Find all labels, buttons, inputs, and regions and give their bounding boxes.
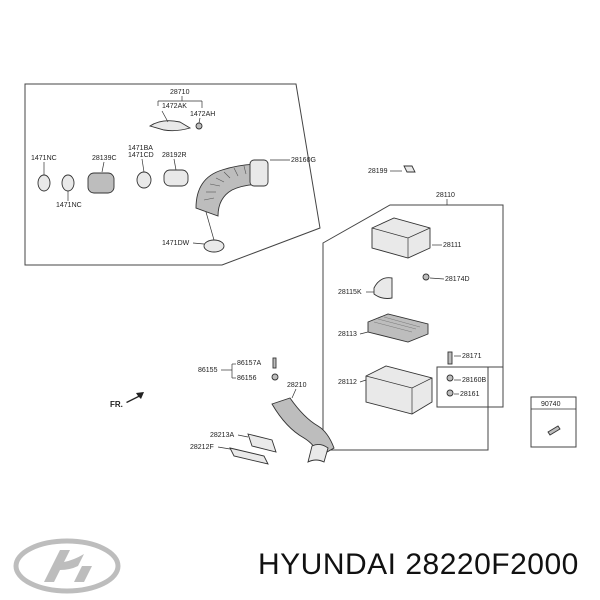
callout-86155: 86155 — [198, 367, 218, 374]
callout-28199: 28199 — [368, 168, 388, 175]
callout-86156: 86156 — [237, 375, 257, 382]
subgroup-frame — [436, 366, 504, 408]
callout-28213A: 28213A — [210, 432, 234, 439]
brand-name: HYUNDAI — [258, 548, 397, 581]
air-cleaner-cover-part — [371, 217, 431, 259]
label-tag-part — [403, 165, 416, 173]
bolt-part-2 — [272, 357, 277, 369]
air-cleaner-body-part — [365, 365, 433, 415]
air-filter-element-part — [367, 313, 429, 343]
callout-1471NC-bottom: 1471NC — [56, 202, 82, 209]
clip-part-2 — [422, 273, 430, 281]
hyundai-logo-icon — [13, 538, 121, 594]
callout-28139C: 28139C — [92, 155, 117, 162]
part-90740-frame — [530, 396, 577, 448]
grommet-part — [446, 374, 454, 382]
callout-1472AH: 1472AH — [190, 111, 215, 118]
callout-28174D: 28174D — [445, 276, 470, 283]
callout-28160G: 28160G — [291, 157, 316, 164]
front-direction-arrow-icon — [126, 392, 144, 403]
callout-28212F: 28212F — [190, 444, 214, 451]
connector-part — [163, 169, 189, 187]
callout-28710: 28710 — [170, 89, 190, 96]
callout-1471DW: 1471DW — [162, 240, 190, 247]
resonator-bracket-part — [148, 120, 192, 132]
screw-part — [547, 425, 561, 436]
callout-90740: 90740 — [541, 401, 561, 408]
callout-28112: 28112 — [338, 379, 357, 386]
duct-part — [373, 277, 393, 299]
hose-clamp-part-4 — [203, 239, 225, 253]
hose-clamp-part-1 — [37, 174, 51, 192]
callout-1471NC-top: 1471NC — [31, 155, 57, 162]
front-direction-label: FR. — [110, 400, 123, 409]
callout-28111: 28111 — [443, 242, 462, 249]
callout-28115K: 28115K — [338, 289, 362, 296]
callout-1471CD: 1471CD — [128, 152, 154, 159]
part-title: HYUNDAI 28220F2000 — [258, 548, 579, 582]
hose-clamp-part-3 — [136, 171, 152, 189]
callout-28192R: 28192R — [162, 152, 187, 159]
callout-86157A: 86157A — [237, 360, 261, 367]
grommet-part-2 — [446, 389, 454, 397]
callout-28210: 28210 — [287, 382, 307, 389]
clip-part — [195, 122, 203, 130]
callout-1471BA: 1471BA — [128, 145, 153, 152]
bolt-part — [447, 351, 453, 365]
duct-outlet-part — [307, 443, 329, 463]
callout-1472AK: 1472AK — [162, 103, 187, 110]
callout-28110: 28110 — [436, 192, 455, 199]
callout-28113: 28113 — [338, 331, 357, 338]
duct-gasket-part — [229, 447, 269, 465]
air-duct-part — [271, 397, 335, 457]
callout-28171: 28171 — [462, 353, 482, 360]
air-flow-sensor-part — [87, 172, 115, 194]
intake-hose-group-frame — [24, 83, 321, 266]
hose-end-part — [249, 159, 269, 187]
hose-clamp-part-2 — [61, 174, 75, 192]
part-number: 28220F2000 — [405, 548, 579, 581]
duct-seal-part — [247, 433, 277, 453]
clip-part-3 — [271, 373, 279, 381]
callout-28161: 28161 — [460, 391, 480, 398]
callout-28160B: 28160B — [462, 377, 486, 384]
